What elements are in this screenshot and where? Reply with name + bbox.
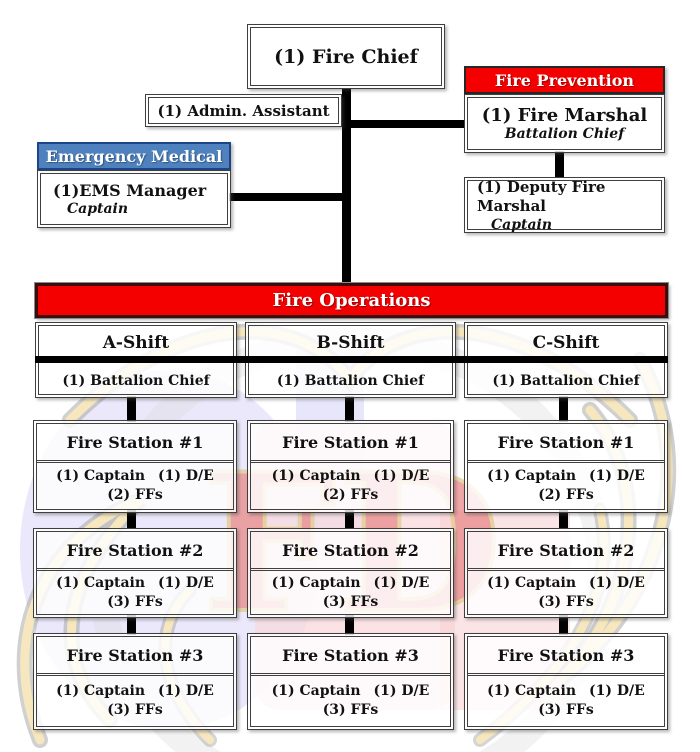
c-station-3-de: (1) D/E (589, 683, 645, 700)
c-station-1-ffs: (2) FFs (538, 487, 594, 503)
fire-marshal-box: (1) Fire Marshal Battalion Chief (464, 94, 665, 153)
b-station-2-captain: (1) Captain (271, 574, 361, 591)
connector-c-station2-to-station3 (559, 615, 568, 635)
admin-assistant-box: (1) Admin. Assistant (145, 94, 342, 127)
fire-chief-label: (1) Fire Chief (274, 45, 418, 68)
fire-marshal-rank: Battalion Chief (504, 126, 625, 143)
fire-operations-label: Fire Operations (272, 290, 431, 311)
connector-b-shift-to-station1 (345, 396, 354, 422)
c-station-3-ffs: (3) FFs (538, 702, 594, 718)
a-station-2-name: Fire Station #2 (66, 540, 204, 560)
b-station-2-ffs: (3) FFs (322, 593, 379, 610)
a-station-3-captain: (1) Captain (56, 683, 146, 700)
b-station-2-de: (1) D/E (373, 574, 430, 591)
a-shift-name: A-Shift (102, 333, 170, 353)
c-station-1-captain: (1) Captain (487, 468, 577, 485)
connector-a-station1-to-station2 (127, 510, 136, 528)
a-station-2-de: (1) D/E (158, 574, 214, 591)
emergency-medical-header: Emergency Medical (37, 142, 231, 170)
c-station-2-ffs: (3) FFs (538, 593, 594, 610)
a-station-2-box: Fire Station #2 (1) Captain (1) D/E (3) … (33, 528, 237, 618)
b-station-3-box: Fire Station #3 (1) Captain (1) D/E (3) … (247, 633, 454, 730)
c-station-1-name: Fire Station #1 (497, 432, 635, 452)
connector-b-station1-to-station2 (345, 510, 354, 528)
a-shift-chief: (1) Battalion Chief (62, 372, 210, 389)
c-shift-chief: (1) Battalion Chief (492, 372, 640, 389)
connector-c-station1-to-station2 (559, 510, 568, 528)
c-shift-name: C-Shift (532, 333, 600, 353)
deputy-fire-marshal-role: (1) Deputy Fire Marshal (477, 177, 606, 216)
a-station-3-de: (1) D/E (158, 683, 214, 700)
c-station-3-box: Fire Station #3 (1) Captain (1) D/E (3) … (464, 633, 668, 730)
b-shift-chief: (1) Battalion Chief (276, 372, 425, 389)
deputy-fire-marshal-rank: Captain (491, 216, 553, 233)
connector-a-shift-to-station1 (127, 396, 136, 422)
fire-prevention-header-label: Fire Prevention (494, 70, 635, 90)
shift-row-divider-line (35, 356, 668, 363)
c-station-2-de: (1) D/E (589, 574, 645, 591)
b-station-2-box: Fire Station #2 (1) Captain (1) D/E (3) … (247, 528, 454, 618)
fire-marshal-role: (1) Fire Marshal (481, 104, 648, 126)
b-station-1-box: Fire Station #1 (1) Captain (1) D/E (2) … (247, 420, 454, 513)
connector-chief-to-operations (342, 88, 351, 285)
c-station-3-name: Fire Station #3 (497, 645, 635, 665)
fire-prevention-header: Fire Prevention (464, 66, 665, 94)
c-station-1-box: Fire Station #1 (1) Captain (1) D/E (2) … (464, 420, 668, 513)
b-station-2-name: Fire Station #2 (282, 540, 419, 560)
ems-manager-rank: Captain (67, 201, 129, 217)
c-station-2-box: Fire Station #2 (1) Captain (1) D/E (3) … (464, 528, 668, 618)
a-station-2-ffs: (3) FFs (107, 593, 163, 610)
fire-chief-box: (1) Fire Chief (247, 24, 445, 89)
a-station-2-captain: (1) Captain (56, 574, 146, 591)
connector-to-fire-prevention (349, 120, 464, 128)
b-station-3-ffs: (3) FFs (322, 702, 379, 718)
b-station-1-name: Fire Station #1 (282, 432, 419, 452)
a-station-1-captain: (1) Captain (56, 468, 146, 485)
a-station-3-ffs: (3) FFs (107, 702, 163, 718)
connector-to-emergency-medical (229, 193, 344, 201)
fire-operations-banner: Fire Operations (34, 282, 669, 319)
b-station-1-de: (1) D/E (373, 468, 430, 485)
c-station-2-name: Fire Station #2 (497, 540, 635, 560)
admin-assistant-label: (1) Admin. Assistant (157, 101, 330, 120)
a-station-1-box: Fire Station #1 (1) Captain (1) D/E (2) … (33, 420, 237, 513)
a-station-1-name: Fire Station #1 (66, 432, 204, 452)
c-station-1-de: (1) D/E (589, 468, 645, 485)
emergency-medical-header-label: Emergency Medical (45, 146, 223, 166)
b-station-3-captain: (1) Captain (271, 683, 361, 700)
a-station-1-ffs: (2) FFs (107, 487, 163, 503)
b-station-1-ffs: (2) FFs (322, 487, 379, 503)
connector-a-station2-to-station3 (127, 615, 136, 635)
a-station-3-name: Fire Station #3 (66, 645, 204, 665)
c-station-3-captain: (1) Captain (487, 683, 577, 700)
b-station-1-captain: (1) Captain (271, 468, 361, 485)
deputy-fire-marshal-box: (1) Deputy Fire Marshal Captain (464, 177, 665, 233)
ems-manager-role: (1)EMS Manager (53, 181, 207, 200)
c-station-2-captain: (1) Captain (487, 574, 577, 591)
connector-b-station2-to-station3 (345, 615, 354, 635)
a-station-3-box: Fire Station #3 (1) Captain (1) D/E (3) … (33, 633, 237, 730)
b-station-3-de: (1) D/E (373, 683, 430, 700)
ems-manager-box: (1)EMS Manager Captain (37, 170, 231, 228)
b-shift-name: B-Shift (316, 333, 385, 353)
connector-c-shift-to-station1 (559, 396, 568, 422)
b-station-3-name: Fire Station #3 (282, 645, 419, 665)
connector-marshal-to-deputy (555, 151, 564, 177)
a-station-1-de: (1) D/E (158, 468, 214, 485)
